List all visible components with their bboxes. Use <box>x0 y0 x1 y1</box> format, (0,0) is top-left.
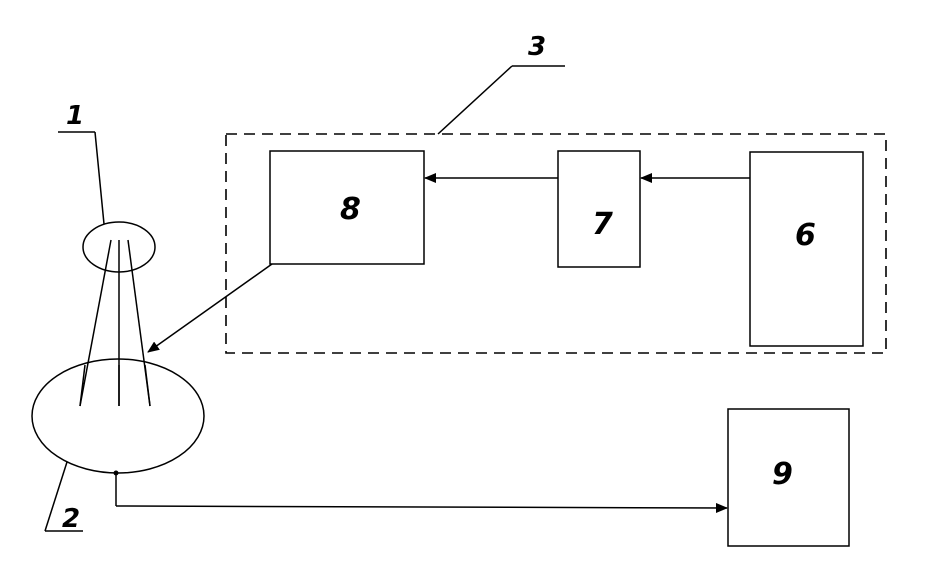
large-ellipse <box>31 358 205 474</box>
block-8-label: 8 <box>340 192 361 227</box>
leader-1 <box>58 131 105 225</box>
block-9-label: 9 <box>772 457 793 492</box>
block-7 <box>557 150 641 268</box>
block-8 <box>269 150 425 265</box>
ref-label-1: 1 <box>66 101 84 131</box>
dashed-enclosure <box>225 133 887 354</box>
connector-ellipse-to-9 <box>113 470 728 513</box>
arrow-8-to-ellipse <box>147 263 273 353</box>
block-9 <box>727 408 850 547</box>
block-6-label: 6 <box>795 218 816 253</box>
block-6 <box>749 151 864 347</box>
leader-2 <box>44 461 83 532</box>
block-7-label: 7 <box>592 207 613 242</box>
beam-lines-inner <box>79 364 151 407</box>
ref-label-3: 3 <box>528 32 546 62</box>
ref-label-2: 2 <box>62 504 80 534</box>
leader-3 <box>437 65 565 135</box>
